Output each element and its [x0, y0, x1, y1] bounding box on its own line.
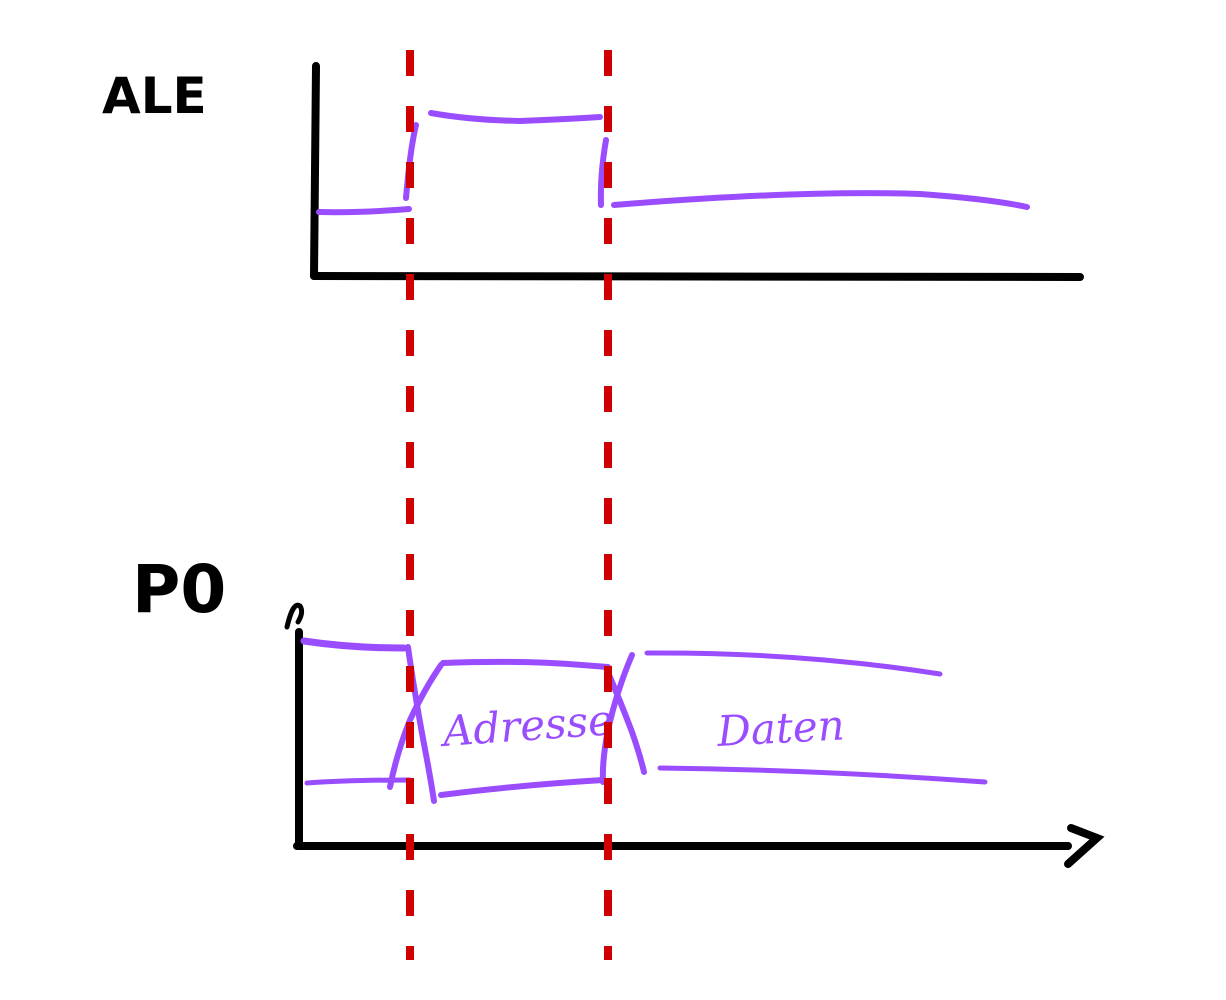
ale-axes: [310, 62, 1084, 281]
p0-cross1-b: [387, 662, 444, 790]
p0-address-bottom: [438, 777, 606, 798]
p0-high-start: [300, 637, 408, 652]
p0-data-top: [644, 650, 943, 677]
p0-data-label: Daten: [715, 700, 846, 756]
p0-cross2-a: [603, 665, 647, 775]
ale-high: [428, 110, 603, 125]
time-markers: [406, 50, 612, 960]
p0-waveform: [300, 637, 988, 804]
ale-y-axis: [310, 62, 320, 280]
p0-low-start: [304, 777, 413, 786]
p0-address-label: Adresse: [437, 695, 614, 756]
p0-y-arrowhead: [284, 602, 305, 630]
ale-rising-edge: [403, 122, 419, 201]
p0-data-bottom: [657, 765, 988, 785]
p0-label: P0: [132, 551, 226, 628]
p0-address-top: [440, 658, 611, 670]
p0-axes: [284, 602, 1105, 868]
ale-label: ALE: [102, 67, 207, 125]
ale-x-axis: [310, 272, 1084, 281]
ale-low-start: [316, 206, 412, 216]
ale-waveform: [316, 110, 1030, 216]
ale-falling-edge: [597, 137, 609, 208]
ale-low-end: [611, 190, 1030, 210]
p0-x-arrowhead: [1064, 824, 1105, 868]
